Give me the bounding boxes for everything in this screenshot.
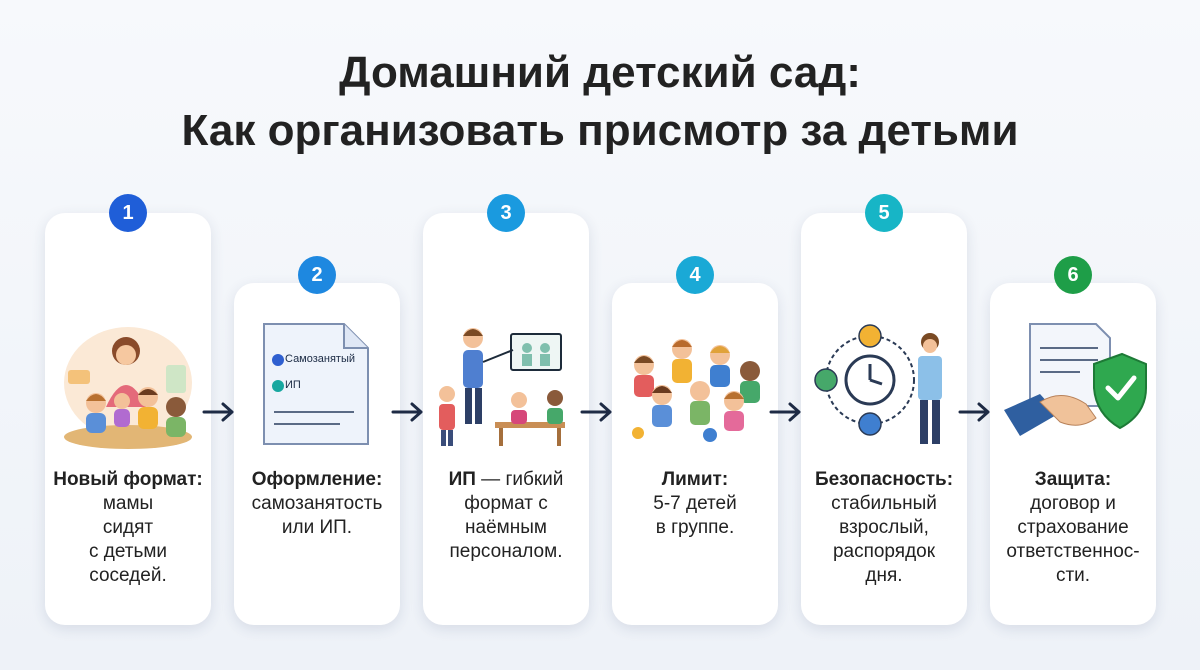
doc-option-selfemployed: Самозанятый: [285, 353, 356, 365]
step-heading-2: Оформление:: [251, 469, 383, 490]
children-group-icon: [632, 339, 760, 442]
arrow-right-icon: [958, 402, 990, 422]
teacher-classroom-icon: [439, 328, 565, 446]
arrow-right-icon: [580, 402, 612, 422]
document-icon: [263, 323, 369, 445]
arrow-right-icon: [391, 402, 423, 422]
step-caption-3: ИП — гибкий формат с наёмным персоналом.: [448, 469, 564, 562]
contract-shield-icon: [1004, 323, 1147, 436]
step-heading-6: Защита:: [1034, 469, 1112, 490]
step-caption-1: Новый формат: мамы сидят с детьми соседе…: [53, 469, 203, 586]
step-caption-4: Лимит: 5-7 детей в группе.: [653, 469, 737, 538]
mother-children-icon: [64, 327, 192, 449]
step-badge-3: 3: [487, 194, 525, 232]
step-caption-5: Безопасность: стабильный взрослый, распо…: [814, 469, 954, 586]
arrow-right-icon: [202, 402, 234, 422]
arrow-right-icon: [769, 402, 801, 422]
step-heading-4: Лимит:: [661, 469, 729, 490]
step-heading-3: ИП: [448, 469, 476, 490]
step-heading-5: Безопасность:: [814, 469, 954, 490]
step-card-4: [612, 283, 778, 625]
step-heading-1: Новый формат:: [53, 469, 203, 490]
title-line-2: Как организовать присмотр за детьми: [181, 106, 1019, 155]
title-line-1: Домашний детский сад:: [339, 48, 861, 97]
step-badge-4: 4: [676, 256, 714, 294]
doc-option-ip: ИП: [285, 379, 301, 391]
step-caption-2: Оформление: самозанятость или ИП.: [251, 469, 383, 538]
step-badge-1: 1: [109, 194, 147, 232]
step-badge-6: 6: [1054, 256, 1092, 294]
step-badge-5: 5: [865, 194, 903, 232]
clock-routine-icon: [814, 324, 942, 444]
step-caption-6: Защита: договор и страхование ответствен…: [1006, 469, 1140, 586]
step-badge-2: 2: [298, 256, 336, 294]
page-title: Домашний детский сад: Как организовать п…: [0, 44, 1200, 160]
